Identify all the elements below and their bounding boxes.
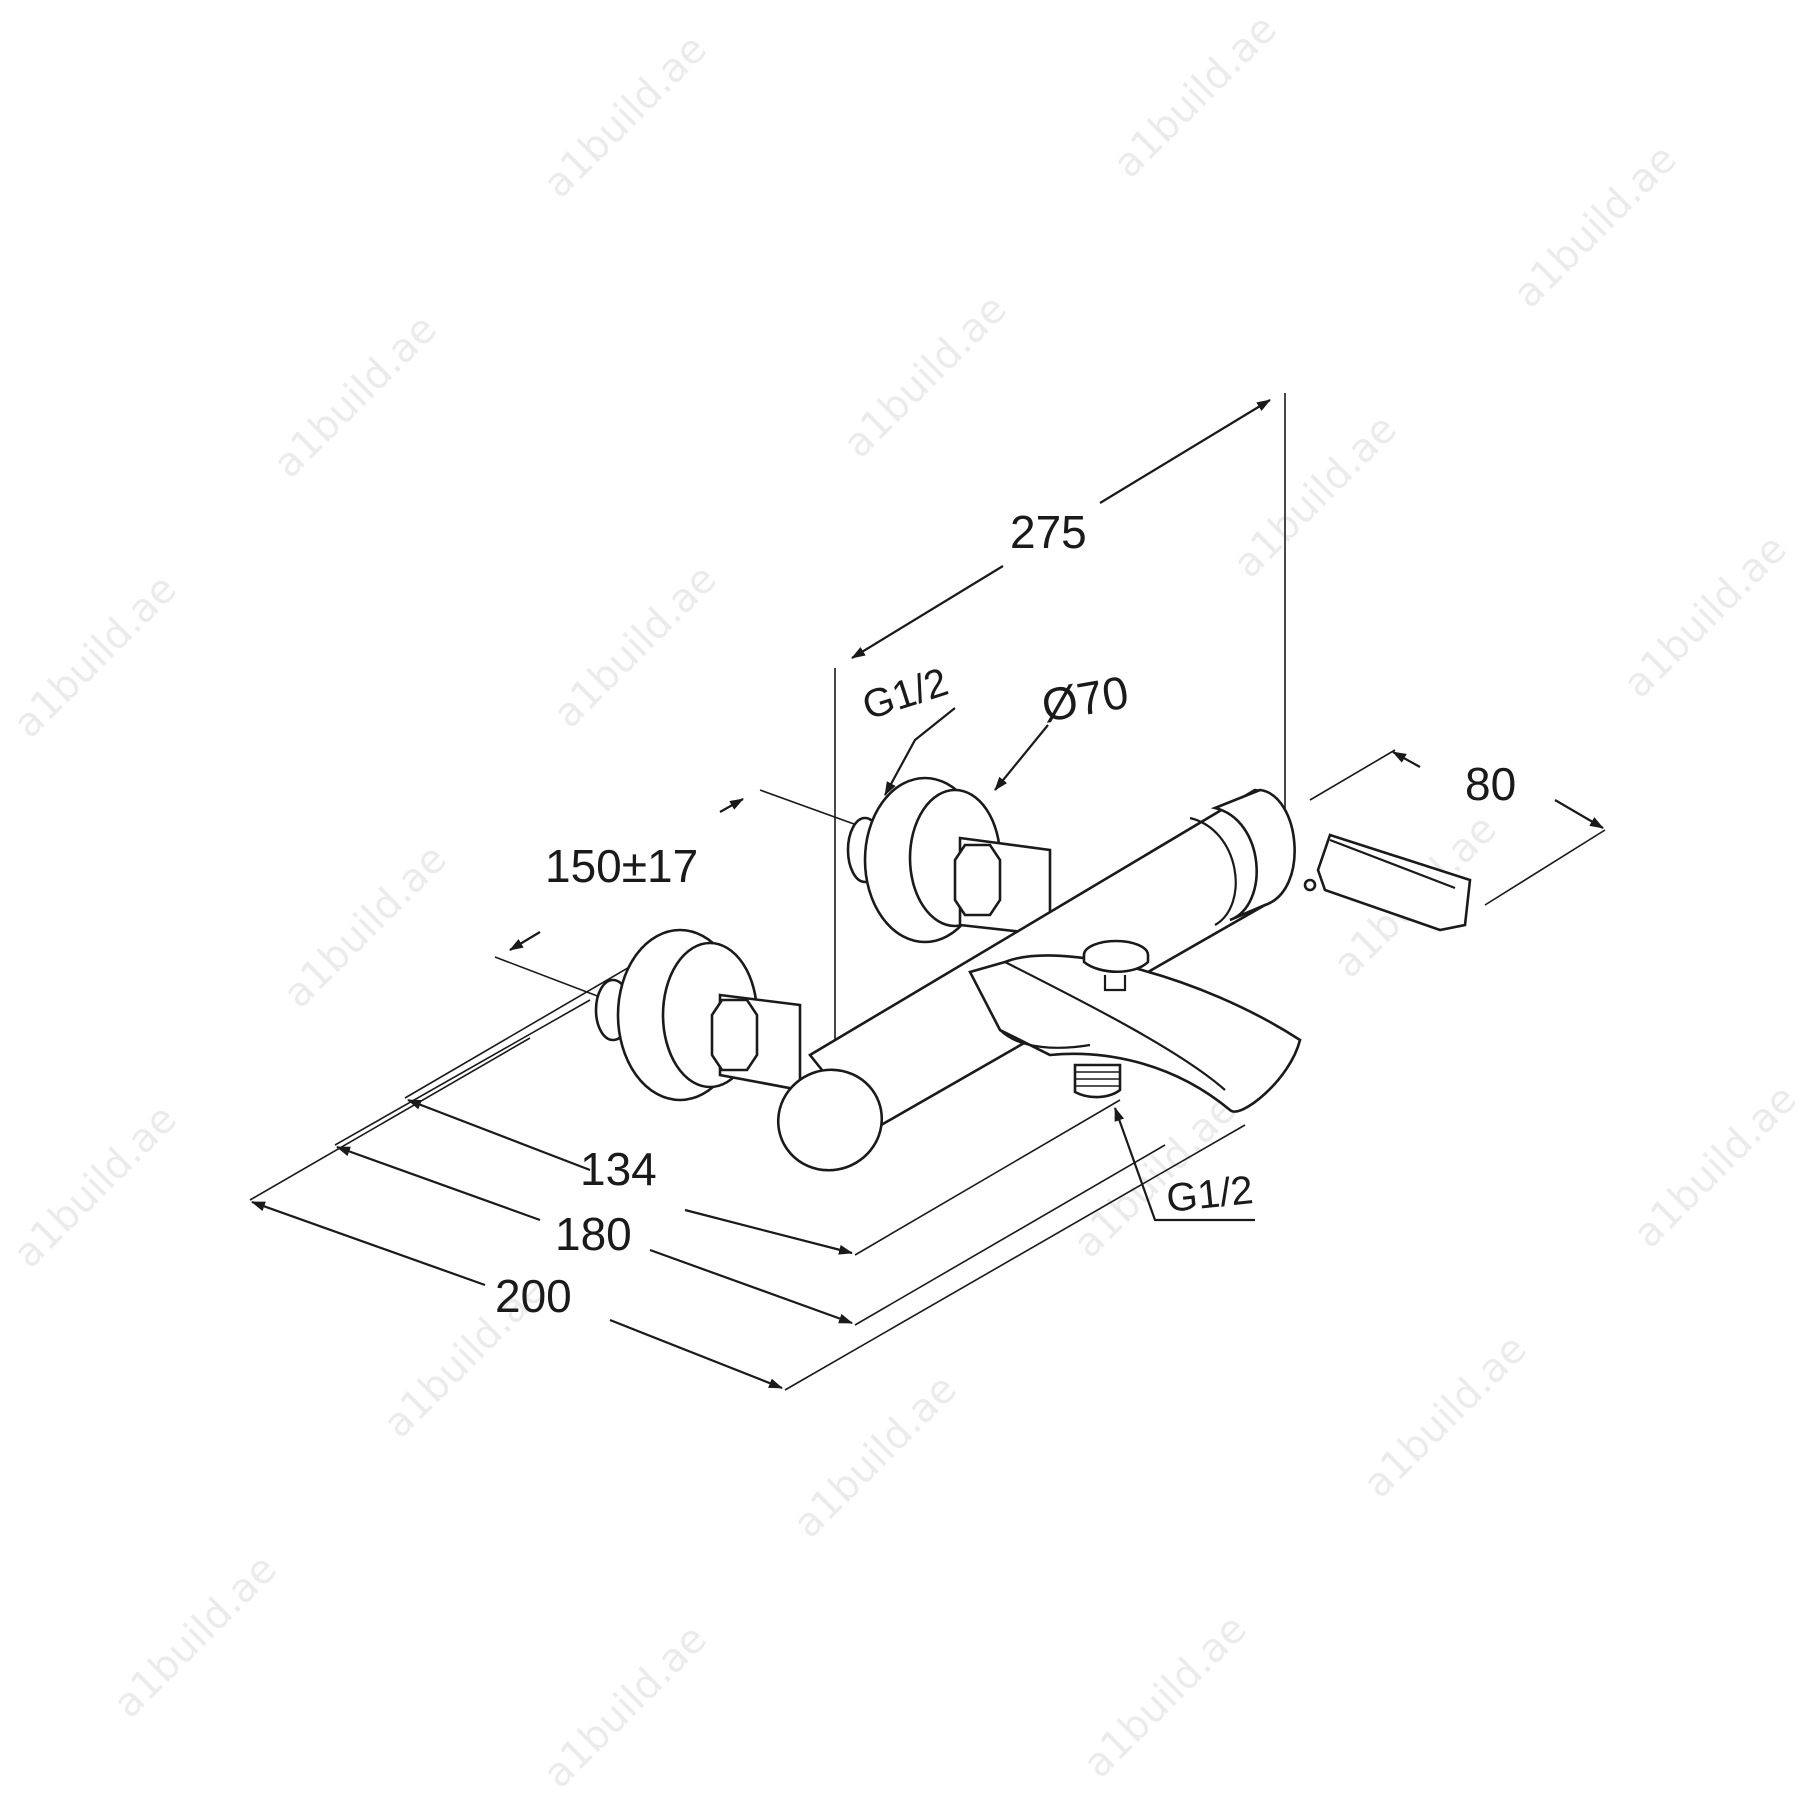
watermark: a1build.ae [535,1616,716,1797]
dimension-275: 275 [834,393,1286,1125]
watermark: a1build.ae [835,286,1016,467]
watermark: a1build.ae [1075,1606,1256,1787]
watermark: a1build.ae [275,836,456,1017]
dimension-centres: 150±17 [494,789,866,998]
dimension-label-180: 180 [555,1208,632,1260]
watermark: a1build.ae [265,306,446,487]
watermark: a1build.ae [105,1546,286,1727]
watermark: a1build.ae [535,26,716,207]
watermark: a1build.ae [545,556,726,737]
thread-label-bottom: G1/2 [1164,1168,1255,1221]
dimension-label-275: 275 [1010,506,1087,558]
knob-diameter-label: Ø70 [1038,666,1133,732]
watermark: a1build.ae [1105,6,1286,187]
wall-connector-front [594,928,802,1102]
dimension-80: 80 [1309,749,1606,906]
dimension-lengths: 134 180 200 [249,954,1246,1391]
watermark: a1build.ae [1355,1326,1536,1507]
spout [968,939,1302,1113]
watermark: a1build.ae [1505,136,1686,317]
faucet-mixer [594,776,1472,1172]
watermark: a1build.ae [1625,1076,1800,1257]
watermark: a1build.ae [1225,406,1406,587]
wall-connector-rear [846,776,1052,944]
lever-handle [1303,833,1472,932]
watermark: a1build.ae [1615,526,1796,707]
dimension-label-centres: 150±17 [545,840,698,892]
dimension-label-80: 80 [1465,758,1516,810]
watermark: a1build.ae [5,1096,186,1277]
watermark: a1build.ae [785,1366,966,1547]
watermark: a1build.ae [5,566,186,747]
dimension-label-200: 200 [495,1270,572,1322]
dimension-label-134: 134 [580,1143,657,1195]
thread-label-top: G1/2 [857,660,953,729]
